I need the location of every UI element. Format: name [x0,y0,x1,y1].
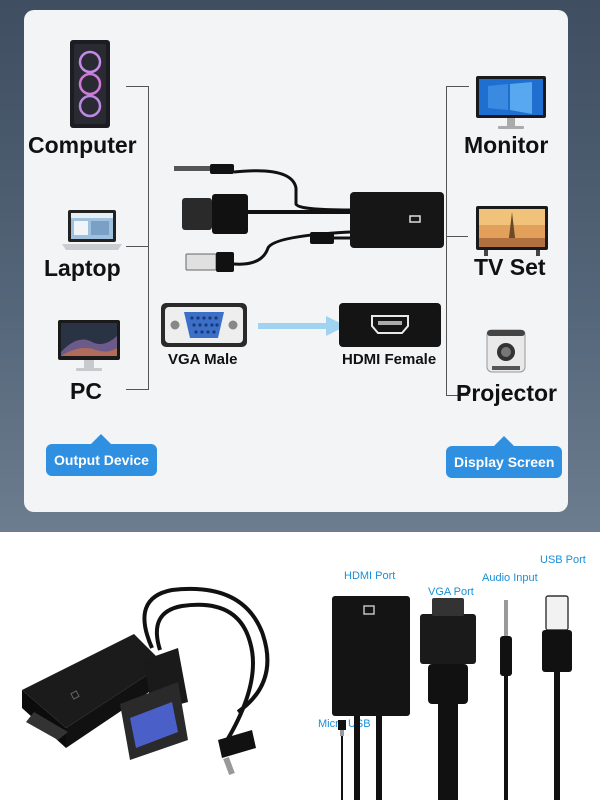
diagram-card: Computer Laptop PC Output Device [24,10,568,512]
computer-label: Computer [28,132,137,158]
laptop-icon [60,208,124,257]
usb-port-label: USB Port [540,554,586,566]
monitor-icon [474,74,548,139]
vga-male-label: VGA Male [168,351,238,368]
tv-icon [474,204,550,263]
ports-photo [320,590,590,805]
tv-set-label: TV Set [474,254,546,280]
computer-tower-icon [66,38,114,135]
arrow-right-icon [258,316,348,341]
adapter-photo [12,572,312,797]
pc-monitor-icon [56,318,122,379]
display-screen-badge: Display Screen [446,436,563,478]
laptop-label: Laptop [44,255,121,281]
projector-icon [484,328,528,379]
left-bracket-mid [126,246,148,247]
hdmi-connector-icon [338,302,442,353]
output-device-badge: Output Device [46,434,157,476]
left-bracket [126,86,149,390]
pc-label: PC [70,378,102,404]
projector-label: Projector [456,380,557,406]
audio-input-label: Audio Input [482,572,538,584]
hdmi-port-label: HDMI Port [344,570,396,582]
vga-connector-icon [160,302,248,353]
vga-port-label: VGA Port [428,586,474,598]
hdmi-female-label: HDMI Female [342,351,437,368]
product-photos: HDMI Port VGA Port Audio Input USB Port … [0,532,600,800]
right-bracket-mid [446,236,468,237]
right-bracket [446,86,469,396]
monitor-label: Monitor [464,132,549,158]
adapter-cable-illustration [164,152,454,292]
